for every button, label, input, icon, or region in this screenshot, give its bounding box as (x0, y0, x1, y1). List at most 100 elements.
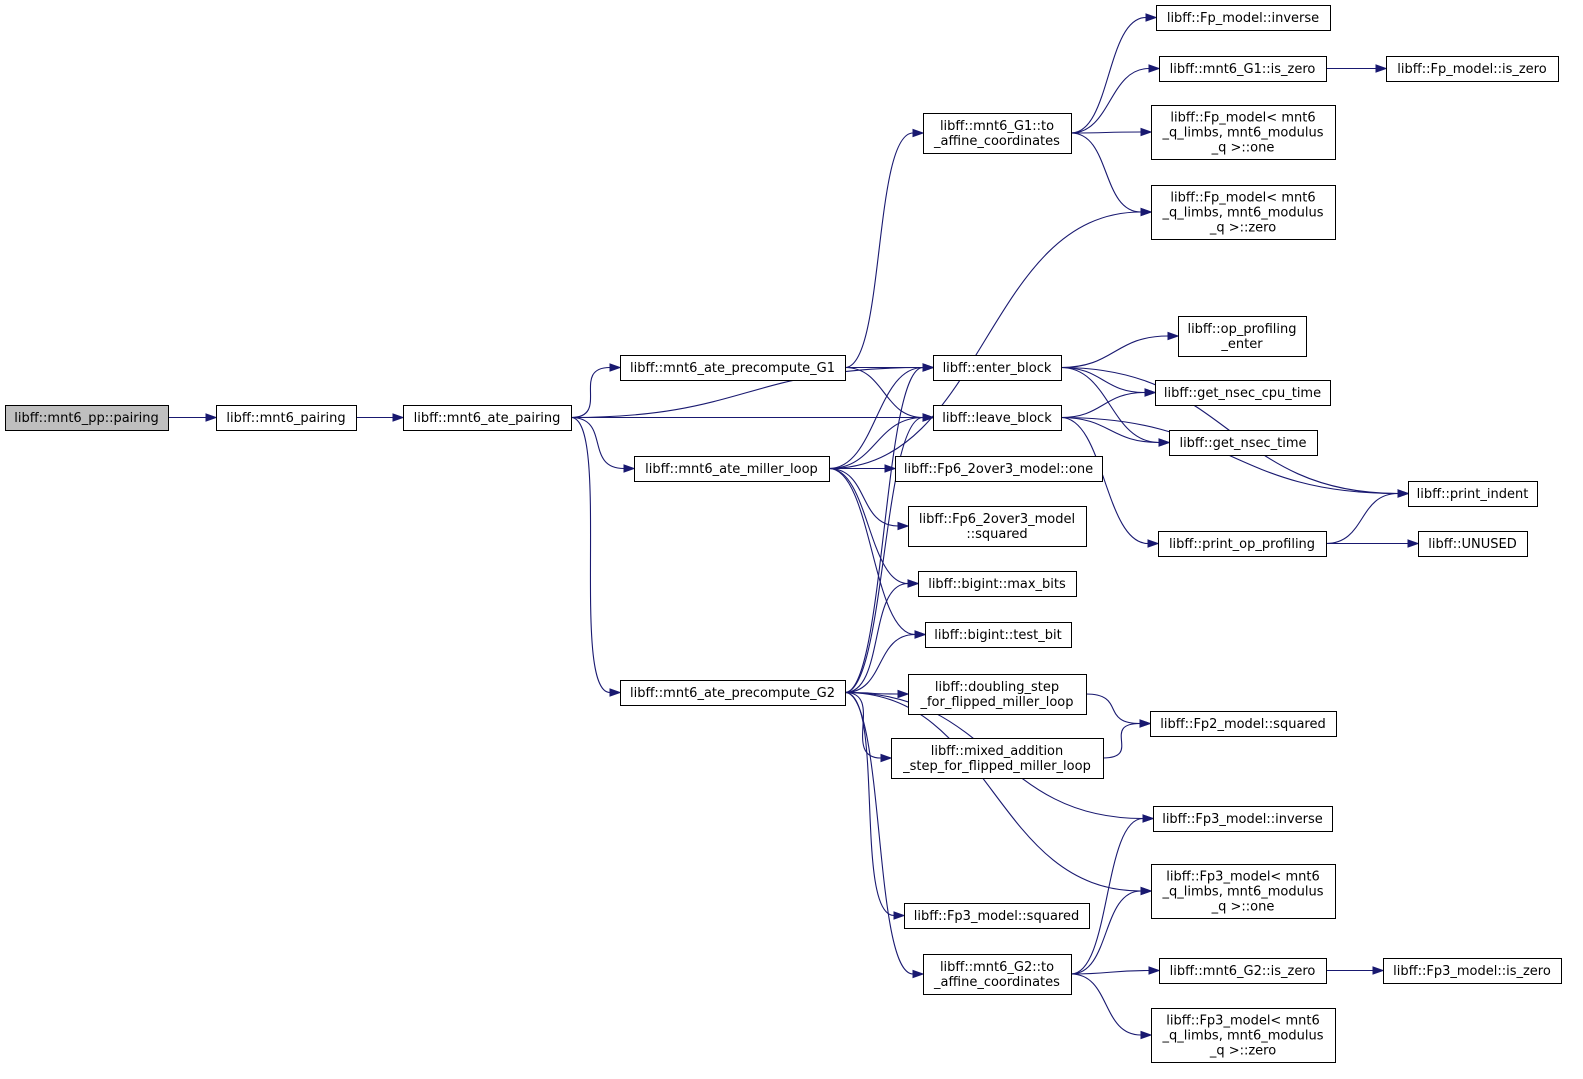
node-fp6-one[interactable]: libff::Fp6_2over3_model::one (895, 456, 1103, 482)
arrowhead-fp3-one (1140, 886, 1153, 896)
edge-precompute-g2-to-test-bit (844, 633, 916, 694)
arrowhead-fp6-squared (897, 521, 910, 531)
node-fp2-squared[interactable]: libff::Fp2_model::squared (1150, 711, 1337, 737)
node-box-unused (1418, 531, 1528, 557)
edges-layer (167, 13, 1420, 1040)
node-box-g1-is-zero (1159, 56, 1327, 82)
node-label-fp-one: _q >::one (1211, 141, 1275, 156)
node-test-bit[interactable]: libff::bigint::test_bit (925, 622, 1072, 648)
node-precompute-g2[interactable]: libff::mnt6_ate_precompute_G2 (620, 680, 846, 706)
node-print-indent[interactable]: libff::print_indent (1408, 481, 1538, 507)
node-box-get-nsec-cpu-time (1155, 380, 1331, 406)
edge-enter-block-to-op-profiling-enter (1060, 335, 1169, 369)
node-op-profiling-enter[interactable]: libff::op_profiling_enter (1178, 316, 1307, 357)
node-fp3-inverse[interactable]: libff::Fp3_model::inverse (1153, 806, 1333, 832)
node-get-nsec-time[interactable]: libff::get_nsec_time (1169, 430, 1318, 456)
node-fp-inverse[interactable]: libff::Fp_model::inverse (1156, 5, 1331, 31)
node-fp3-squared[interactable]: libff::Fp3_model::squared (904, 903, 1090, 929)
node-label-g2-to-affine: _affine_coordinates (933, 975, 1060, 990)
node-label-fp-inverse: libff::Fp_model::inverse (1167, 11, 1319, 26)
edge-g2-to-affine-to-g2-is-zero (1070, 969, 1150, 975)
node-mnt6-pairing[interactable]: libff::mnt6_pairing (216, 405, 357, 431)
node-label-fp-zero: libff::Fp_model< mnt6 (1170, 191, 1315, 206)
edge-ate-pairing-to-precompute-g1 (570, 366, 611, 419)
node-label-fp3-squared: libff::Fp3_model::squared (914, 909, 1079, 924)
node-fp3-one[interactable]: libff::Fp3_model< mnt6_q_limbs, mnt6_mod… (1151, 864, 1336, 919)
node-label-fp3-zero: libff::Fp3_model< mnt6 (1166, 1014, 1319, 1029)
node-label-doubling-step: libff::doubling_step (935, 680, 1059, 695)
arrowhead-fp3-zero (1140, 1030, 1153, 1040)
node-box-leave-block (933, 405, 1062, 431)
node-unused[interactable]: libff::UNUSED (1418, 531, 1528, 557)
node-label-fp2-squared: libff::Fp2_model::squared (1160, 717, 1325, 732)
node-g1-is-zero[interactable]: libff::mnt6_G1::is_zero (1159, 56, 1327, 82)
node-label-g1-is-zero: libff::mnt6_G1::is_zero (1170, 62, 1316, 77)
edge-precompute-g2-to-enter-block (844, 366, 924, 694)
node-label-precompute-g2: libff::mnt6_ate_precompute_G2 (630, 686, 835, 701)
node-label-op-profiling-enter: libff::op_profiling (1187, 322, 1296, 337)
node-label-fp3-one: libff::Fp3_model< mnt6 (1166, 870, 1319, 885)
node-mixed-addition[interactable]: libff::mixed_addition_step_for_flipped_m… (891, 738, 1104, 779)
arrowhead-fp6-one (884, 464, 897, 473)
node-label-fp6-squared: libff::Fp6_2over3_model (919, 512, 1075, 527)
arrowhead-miller-loop (623, 464, 636, 473)
node-label-max-bits: libff::bigint::max_bits (928, 577, 1066, 592)
node-label-g1-to-affine: libff::mnt6_G1::to (940, 119, 1054, 134)
edge-precompute-g2-to-leave-block (844, 416, 924, 694)
node-precompute-g1[interactable]: libff::mnt6_ate_precompute_G1 (620, 355, 846, 381)
node-miller-loop[interactable]: libff::mnt6_ate_miller_loop (634, 456, 830, 482)
node-fp3-is-zero[interactable]: libff::Fp3_model::is_zero (1383, 958, 1562, 984)
node-g2-is-zero[interactable]: libff::mnt6_G2::is_zero (1159, 958, 1327, 984)
node-fp-is-zero[interactable]: libff::Fp_model::is_zero (1386, 56, 1559, 82)
arrowhead-fp3-is-zero (1372, 966, 1385, 975)
node-label-fp6-squared: ::squared (966, 527, 1027, 542)
node-box-pairing (5, 405, 169, 431)
node-doubling-step[interactable]: libff::doubling_step_for_flipped_miller_… (908, 674, 1087, 715)
node-box-fp6-one (895, 456, 1103, 482)
node-g1-to-affine[interactable]: libff::mnt6_G1::to_affine_coordinates (923, 113, 1072, 154)
arrowhead-g2-to-affine (912, 969, 925, 979)
arrowhead-leave-block (922, 413, 935, 422)
node-label-miller-loop: libff::mnt6_ate_miller_loop (645, 462, 818, 477)
edge-ate-pairing-to-miller-loop (570, 416, 625, 470)
edge-miller-loop-to-fp6-squared (828, 467, 899, 527)
node-box-fp-inverse (1156, 5, 1331, 31)
node-label-fp3-zero: _q >::zero (1209, 1044, 1276, 1059)
edge-enter-block-to-get-nsec-time (1060, 366, 1160, 444)
node-label-get-nsec-time: libff::get_nsec_time (1179, 436, 1306, 451)
node-box-op-profiling-enter (1178, 316, 1307, 357)
node-label-unused: libff::UNUSED (1428, 537, 1516, 552)
node-box-fp3-inverse (1153, 806, 1333, 832)
node-box-print-indent (1408, 481, 1538, 507)
node-label-fp3-is-zero: libff::Fp3_model::is_zero (1393, 964, 1551, 979)
arrowhead-mixed-addition (880, 753, 893, 763)
node-leave-block[interactable]: libff::leave_block (933, 405, 1062, 431)
arrowhead-g1-is-zero (1148, 64, 1161, 73)
node-pairing[interactable]: libff::mnt6_pp::pairing (5, 405, 169, 431)
node-box-fp6-squared (908, 506, 1087, 547)
arrowhead-fp3-inverse (1142, 814, 1155, 823)
node-g2-to-affine[interactable]: libff::mnt6_G2::to_affine_coordinates (923, 954, 1072, 995)
node-max-bits[interactable]: libff::bigint::max_bits (918, 571, 1077, 597)
arrowhead-op-profiling-enter (1167, 331, 1180, 341)
arrowhead-precompute-g2 (609, 688, 622, 697)
node-label-leave-block: libff::leave_block (942, 411, 1052, 426)
arrowhead-doubling-step (897, 689, 910, 699)
node-label-doubling-step: _for_flipped_miller_loop (919, 695, 1073, 710)
node-get-nsec-cpu-time[interactable]: libff::get_nsec_cpu_time (1155, 380, 1331, 406)
edge-g1-to-affine-to-fp-zero (1070, 132, 1142, 213)
node-fp3-zero[interactable]: libff::Fp3_model< mnt6_q_limbs, mnt6_mod… (1151, 1008, 1336, 1063)
node-fp-one[interactable]: libff::Fp_model< mnt6_q_limbs, mnt6_modu… (1151, 105, 1336, 160)
edge-g2-to-affine-to-fp3-zero (1070, 973, 1142, 1036)
edge-g2-to-affine-to-fp3-one (1070, 890, 1142, 975)
edge-precompute-g2-to-fp3-one (844, 691, 1142, 892)
node-enter-block[interactable]: libff::enter_block (933, 355, 1062, 381)
node-label-fp-zero: _q_limbs, mnt6_modulus (1162, 206, 1324, 221)
edge-miller-loop-to-leave-block (828, 416, 924, 470)
node-ate-pairing[interactable]: libff::mnt6_ate_pairing (403, 405, 572, 431)
edge-precompute-g1-to-g1-to-affine (844, 132, 914, 369)
node-print-op-profiling[interactable]: libff::print_op_profiling (1158, 531, 1327, 557)
node-fp-zero[interactable]: libff::Fp_model< mnt6_q_limbs, mnt6_modu… (1151, 185, 1336, 240)
arrowhead-print-indent (1397, 489, 1410, 498)
node-fp6-squared[interactable]: libff::Fp6_2over3_model::squared (908, 506, 1087, 547)
